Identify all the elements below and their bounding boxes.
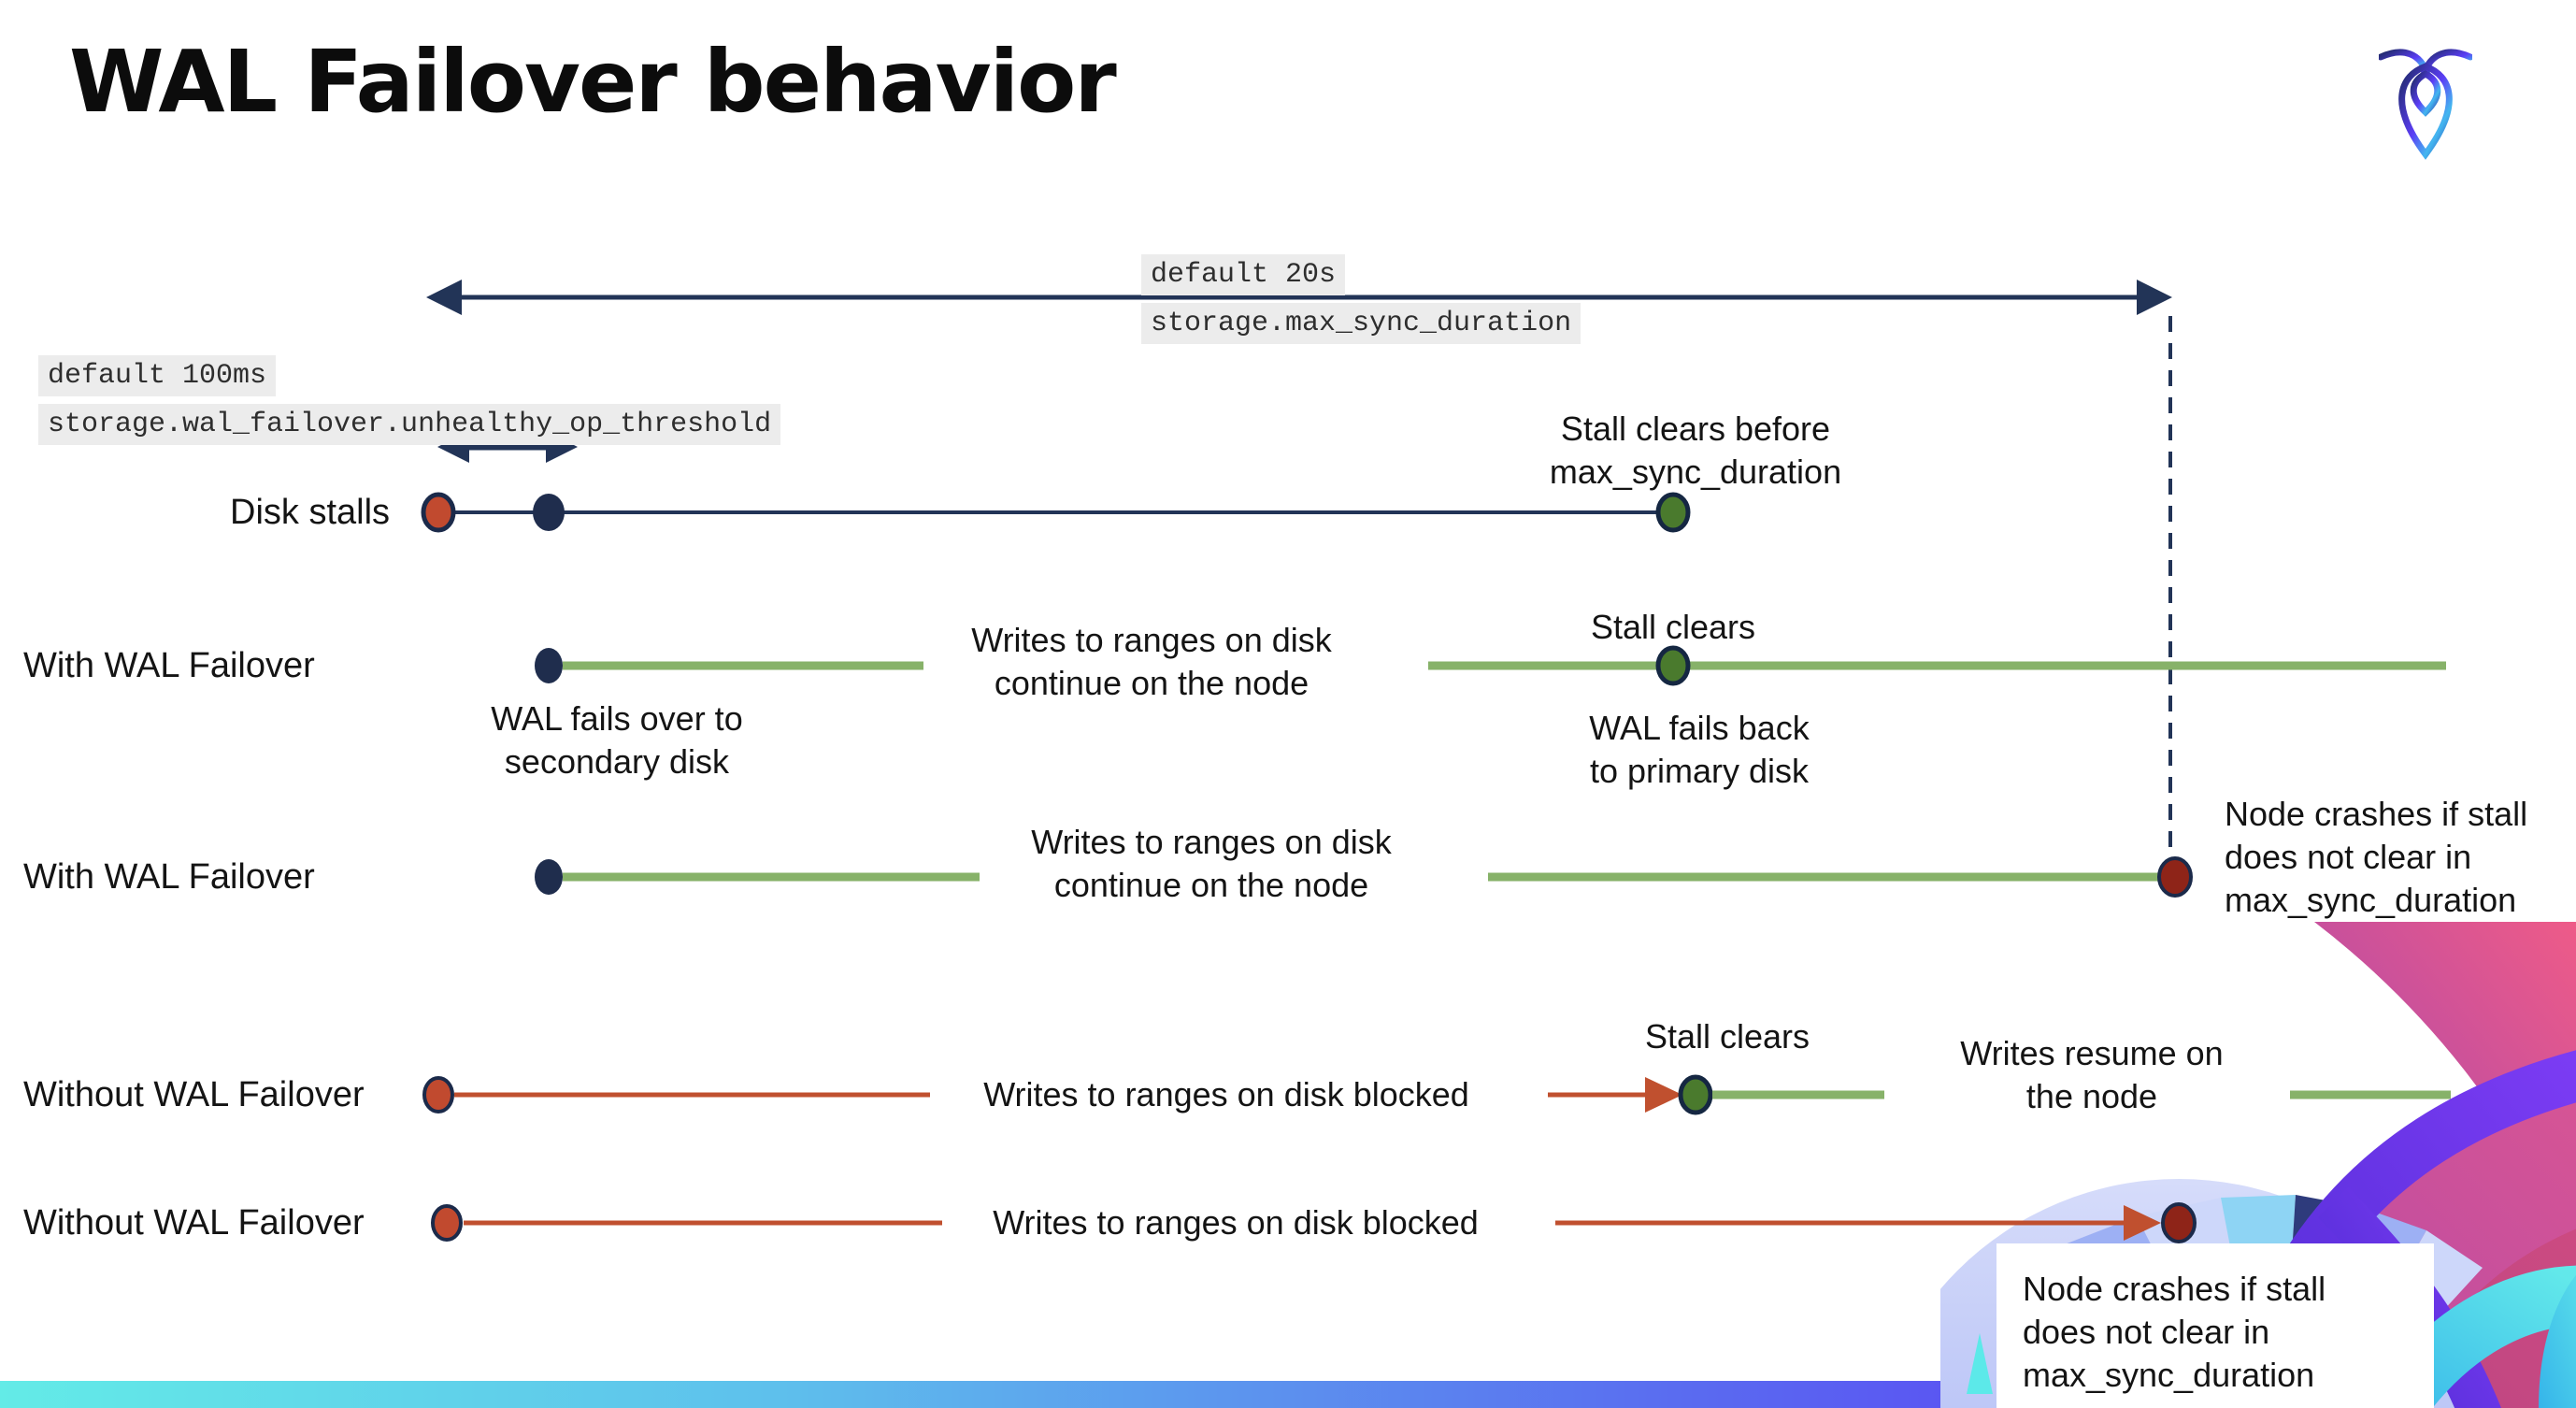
callout-setting-name: storage.wal_failover.unhealthy_op_thresh… — [38, 404, 781, 445]
disk-stalls-timeline — [421, 492, 1691, 533]
note-writes-continue-2: Writes to ranges on disk continue on the… — [1031, 823, 1392, 904]
page-title: WAL Failover behavior — [69, 32, 1117, 132]
note-wal-fails-over: WAL fails over to secondary disk — [491, 699, 743, 781]
row-label-with-wal-failover-1: With WAL Failover — [23, 646, 315, 685]
note-wal-fails-back: WAL fails back to primary disk — [1589, 709, 1810, 790]
threshold-dot — [533, 494, 565, 531]
row-label-without-wal-failover-1: Without WAL Failover — [23, 1075, 365, 1114]
row-label-with-wal-failover-2: With WAL Failover — [23, 857, 315, 897]
note-writes-blocked-2: Writes to ranges on disk blocked — [993, 1203, 1479, 1242]
note-node-crashes-1: Node crashes if stall does not clear in … — [2225, 795, 2528, 919]
note-stall-clears-before: Stall clears before max_sync_duration — [1549, 409, 1842, 491]
max-sync-duration-arrow — [426, 280, 2172, 315]
stall-start-dot — [422, 1076, 454, 1113]
without-wal-failover-1-timeline — [422, 1074, 2451, 1115]
node-crash-dot — [2157, 856, 2193, 898]
unhealthy-op-threshold-callout: default 100ms storage.wal_failover.unhea… — [38, 355, 781, 453]
note-writes-continue-1: Writes to ranges on disk continue on the… — [971, 621, 1332, 702]
with-wal-failover-2-timeline — [535, 856, 2193, 898]
callout-default-value: default 100ms — [38, 355, 277, 396]
failover-dot — [535, 859, 563, 895]
node-crash-dot — [2161, 1202, 2197, 1243]
row-label-without-wal-failover-2: Without WAL Failover — [23, 1203, 365, 1243]
note-stall-clears-1: Stall clears — [1590, 608, 1756, 646]
stall-start-dot — [421, 492, 456, 533]
callout-setting-name: storage.max_sync_duration — [1141, 303, 1581, 344]
cockroachdb-logo-icon — [2379, 49, 2472, 160]
without-wal-failover-2-timeline — [431, 1202, 2197, 1243]
note-writes-resume: Writes resume on the node — [1960, 1034, 2224, 1115]
stall-clears-dot — [1655, 492, 1691, 533]
max-sync-duration-callout: default 20s storage.max_sync_duration — [1141, 254, 1581, 352]
note-node-crashes-2: Node crashes if stall does not clear in … — [2023, 1270, 2326, 1394]
stall-start-dot — [431, 1204, 463, 1242]
failover-dot — [535, 648, 563, 683]
with-wal-failover-1-timeline — [535, 645, 2446, 686]
failback-dot — [1655, 645, 1691, 686]
note-stall-clears-2: Stall clears — [1644, 1017, 1810, 1056]
stall-clears-dot — [1678, 1074, 1713, 1115]
node-crash-callout-box: Node crashes if stall does not clear in … — [1996, 1243, 2434, 1408]
note-writes-blocked-1: Writes to ranges on disk blocked — [983, 1075, 1469, 1113]
row-label-disk-stalls: Disk stalls — [230, 493, 391, 532]
callout-default-value: default 20s — [1141, 254, 1346, 295]
